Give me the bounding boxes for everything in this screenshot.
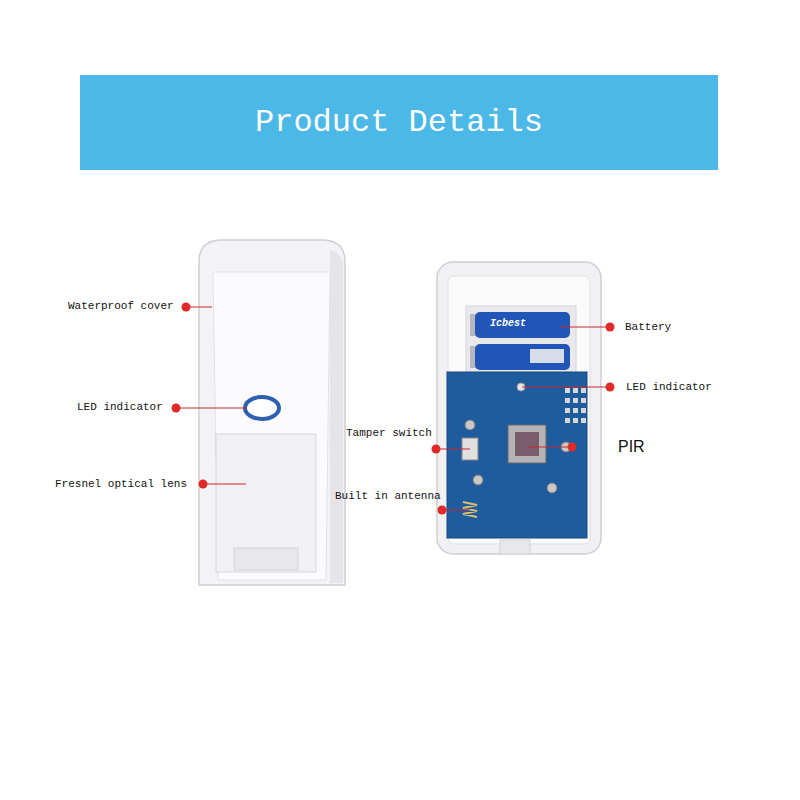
- part-label: LED indicator: [77, 401, 163, 414]
- part-label: Tamper switch: [346, 427, 432, 440]
- part-label: Icbest: [490, 318, 526, 330]
- part-label: Battery: [625, 321, 671, 334]
- part-label: Waterproof cover: [68, 300, 174, 313]
- part-label: PIR: [618, 437, 645, 456]
- part-label: LED indicator: [626, 381, 712, 394]
- title-text: Product Details: [80, 75, 718, 170]
- part-label: Built in antenna: [335, 490, 441, 503]
- part-label: Fresnel optical lens: [55, 478, 187, 491]
